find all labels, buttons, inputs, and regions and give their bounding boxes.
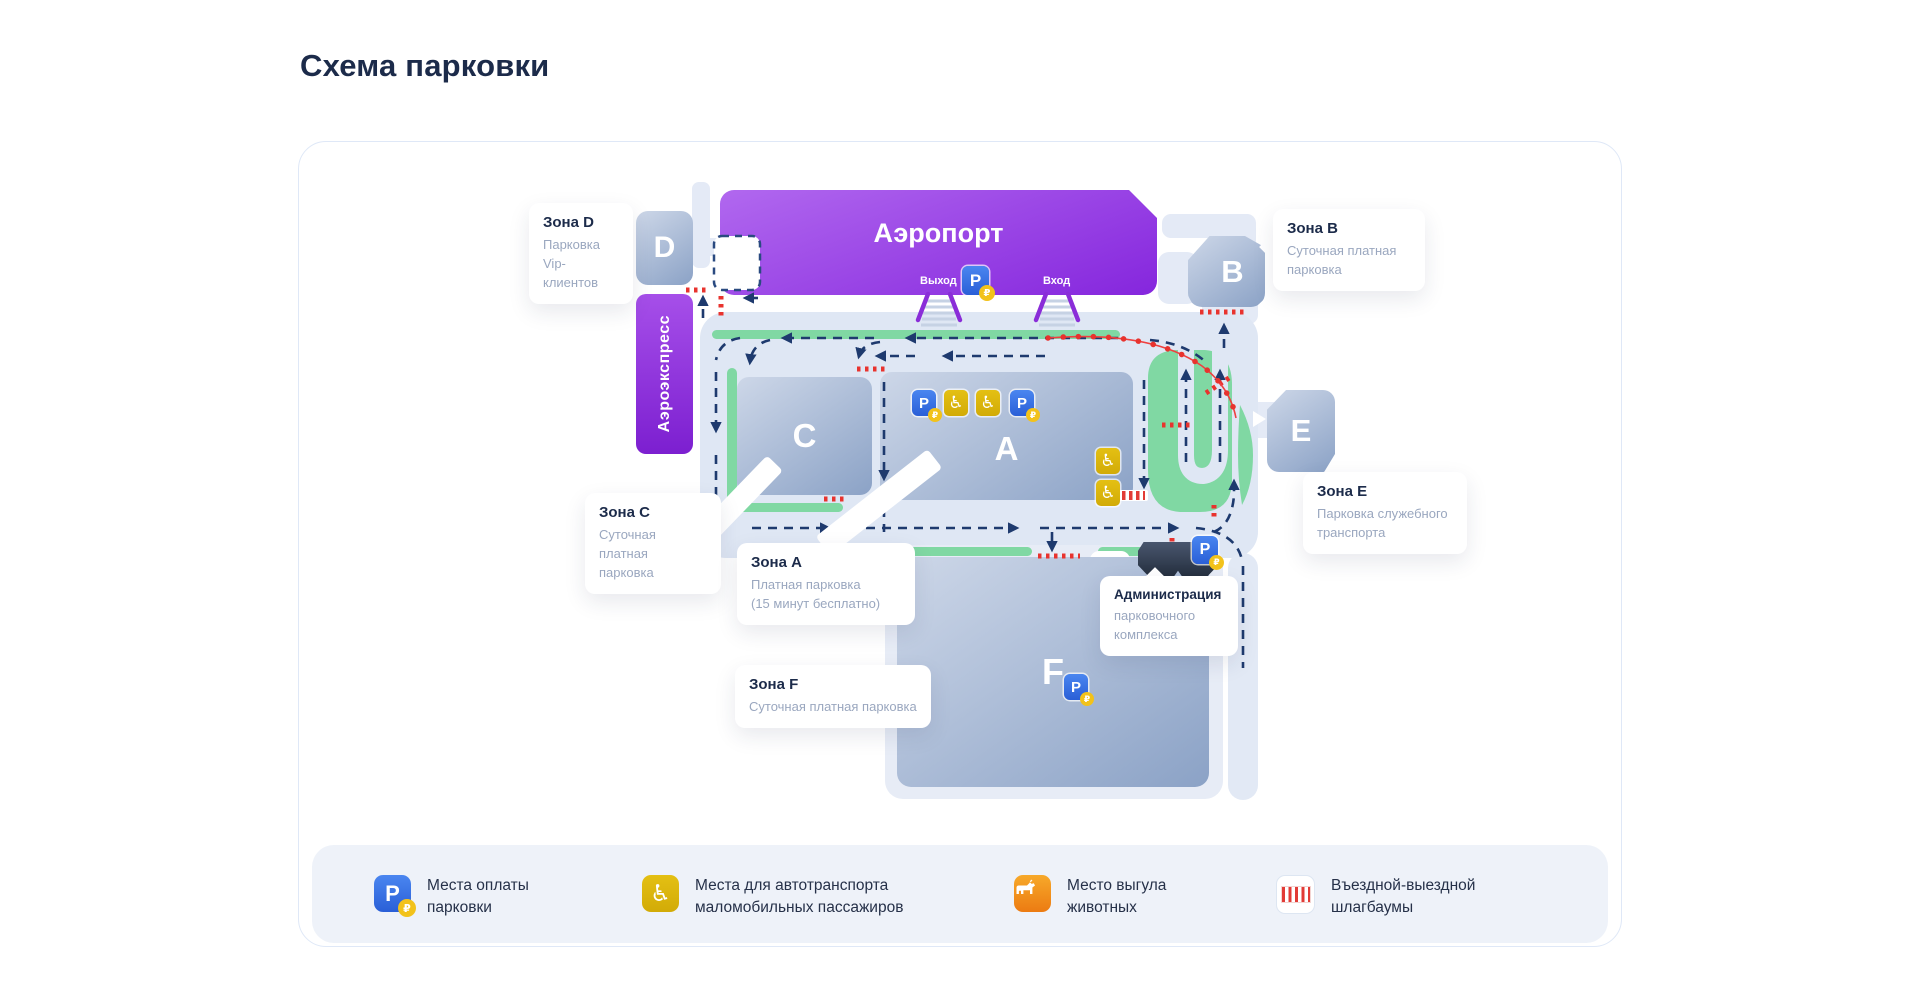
parking-payment-icon: P ₽ [1064,674,1094,706]
administration-title: Администрация [1114,587,1222,602]
page-title: Схема парковки [300,48,550,83]
ruble-coin-icon: ₽ [1080,692,1094,706]
parking-payment-icon: P ₽ [1192,536,1224,570]
zone-e-title: Зона E [1317,483,1368,500]
zone-block-e: E [1267,390,1335,472]
airport-entrance-label: Вход [1043,275,1071,287]
wheelchair-icon: ♿ [1096,448,1120,474]
zone-a-title: Зона A [751,554,802,571]
dog-icon [1016,879,1035,894]
airport-label: Аэропорт [873,218,1004,248]
zone-c-title: Зона C [599,504,650,521]
zone-c-card: Зона C Суточная платная парковка [585,493,721,594]
zone-block-d: D [636,211,693,285]
zone-f-title: Зона F [749,676,799,693]
parking-payment-icon: P ₽ [962,266,995,301]
zone-d-title: Зона D [543,214,594,231]
ruble-coin-icon: ₽ [979,285,995,301]
aeroexpress-label: Аэроэкспресс [655,315,673,433]
parking-payment-icon: P ₽ [1010,390,1040,422]
aeroexpress-strip: Аэроэкспресс [636,294,693,454]
zone-e-card: Зона E Парковка служебного транспорта [1303,472,1467,554]
airport-exit-label: Выход [920,275,957,287]
zone-b-card: Зона B Суточная платная парковка [1273,209,1425,291]
airport-building: Аэропорт [720,190,1157,295]
zone-a-card: Зона A Платная парковка (15 минут беспла… [737,543,915,625]
barrier-icon [1276,875,1315,914]
ruble-coin-icon: ₽ [1209,555,1224,570]
parking-payment-icon: P ₽ [374,875,416,917]
parking-payment-icon: P ₽ [912,390,942,422]
wheelchair-icon: ♿ [1096,480,1120,506]
ruble-coin-icon: ₽ [928,408,942,422]
wheelchair-icon: ♿ [642,875,679,912]
ruble-coin-icon: ₽ [1026,408,1040,422]
zone-f-card: Зона F Суточная платная парковка [735,665,931,728]
zone-b-title: Зона B [1287,220,1338,237]
administration-card: Администрация парковочного комплекса [1100,576,1238,656]
zone-d-card: Зона D Парковка Vip-клиентов [529,203,633,304]
wheelchair-icon: ♿ [944,390,968,416]
dog-walking-icon [1014,875,1051,912]
wheelchair-icon: ♿ [976,390,1000,416]
ruble-coin-icon: ₽ [398,899,416,917]
